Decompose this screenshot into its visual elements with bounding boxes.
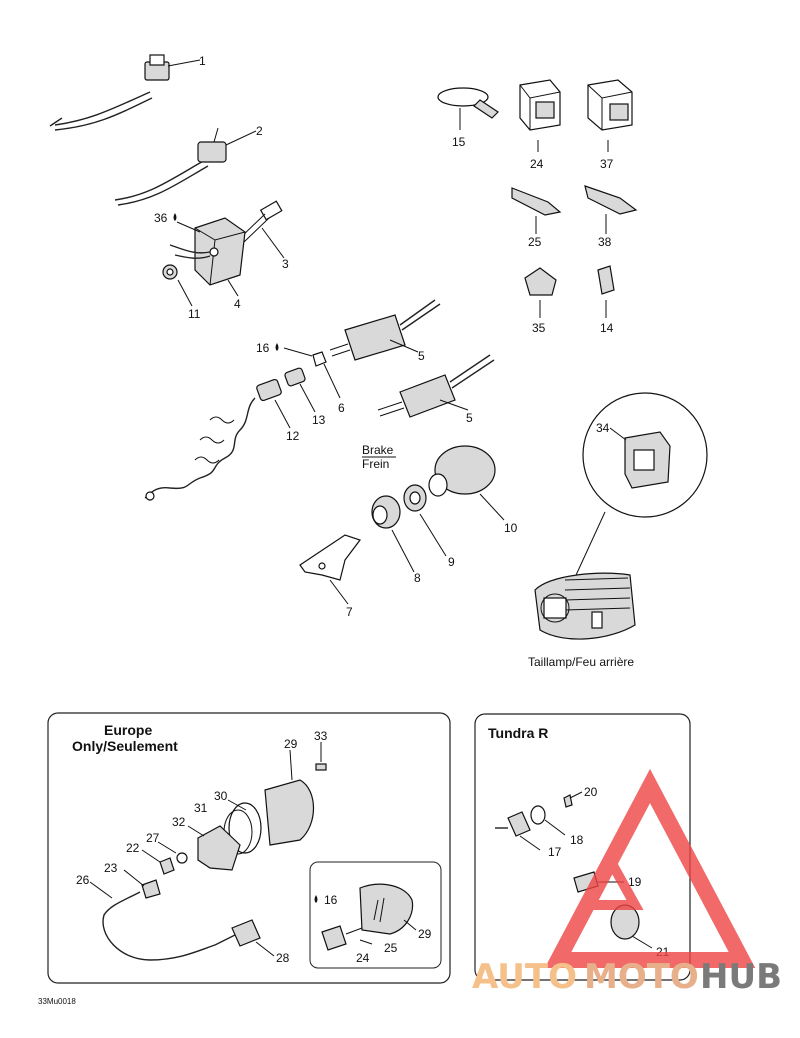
callout-20: 20 <box>584 785 598 799</box>
callout-10: 10 <box>504 521 518 535</box>
part-11-nut <box>162 264 193 307</box>
part-24-connector <box>519 79 561 152</box>
callout-27: 27 <box>146 831 160 845</box>
callout-14: 14 <box>600 321 614 335</box>
part-29-housing <box>264 779 314 846</box>
part-12-fitting <box>256 378 291 429</box>
europe-title-line2: Only/Seulement <box>72 738 178 754</box>
callout-29-inset: 29 <box>418 927 432 941</box>
part-25-terminal <box>511 187 562 234</box>
callout-37: 37 <box>600 157 614 171</box>
drop-icon <box>275 343 279 351</box>
callout-12: 12 <box>286 429 300 443</box>
watermark-hub: HUB <box>700 957 782 997</box>
drop-icon <box>314 895 318 903</box>
part-33-screw <box>315 763 327 771</box>
callout-16-inset: 16 <box>324 893 338 907</box>
callout-5a: 5 <box>418 349 425 363</box>
part-38-terminal <box>584 185 638 234</box>
europe-panel <box>47 712 451 984</box>
callout-4: 4 <box>234 297 241 311</box>
callout-9: 9 <box>448 555 455 569</box>
callout-2: 2 <box>256 124 263 138</box>
callout-25-inset: 25 <box>384 941 398 955</box>
part-26-harness <box>102 891 236 961</box>
tundra-title: Tundra R <box>488 725 548 741</box>
taillamp-detail-circle <box>559 392 708 611</box>
callout-11: 11 <box>188 307 201 321</box>
part-22-bulb <box>159 857 175 875</box>
tundra-panel <box>474 713 691 981</box>
watermark-logo <box>544 768 756 968</box>
watermark-auto: AUTO <box>472 957 577 997</box>
taillamp-caption: Taillamp/Feu arrière <box>528 655 634 669</box>
part-9-ring <box>403 484 447 557</box>
part-5-upper-switch <box>329 299 441 361</box>
callout-23: 23 <box>104 861 118 875</box>
callout-38: 38 <box>598 235 612 249</box>
callout-7: 7 <box>346 605 353 619</box>
part-2-switch <box>114 127 257 206</box>
callout-36: 36 <box>154 211 168 225</box>
part-5-lower-switch <box>377 354 495 418</box>
callout-31: 31 <box>194 801 208 815</box>
callout-26: 26 <box>76 873 90 887</box>
callout-28: 28 <box>276 951 290 965</box>
part-37-connector <box>587 79 633 152</box>
drop-icon <box>173 213 177 221</box>
callout-13: 13 <box>312 413 326 427</box>
coiled-cable <box>144 397 256 501</box>
callout-19: 19 <box>628 875 642 889</box>
part-30-ring <box>228 802 262 854</box>
part-1-connector <box>49 54 201 131</box>
callout-1: 1 <box>199 54 206 68</box>
part-8-nut <box>371 495 415 573</box>
callout-34: 34 <box>596 421 610 435</box>
callout-18: 18 <box>570 833 584 847</box>
callout-24-inset: 24 <box>356 951 370 965</box>
part-16-marker <box>283 347 313 357</box>
part-32-bracket <box>197 825 241 871</box>
watermark-moto: MOTO <box>584 957 699 997</box>
part-14-clip <box>597 265 615 318</box>
figure-code: 33Mu0018 <box>38 997 76 1006</box>
part-23-socket <box>141 879 161 899</box>
taillamp-housing <box>534 572 636 640</box>
callout-5b: 5 <box>466 411 473 425</box>
part-15-clip <box>437 87 499 130</box>
part-6-cap <box>312 351 341 399</box>
part-3-screw <box>239 200 285 259</box>
part-35-cover <box>524 267 557 318</box>
europe-title-line1: Europe <box>104 722 152 738</box>
callout-15: 15 <box>452 135 466 149</box>
callout-35: 35 <box>532 321 546 335</box>
callout-29: 29 <box>284 737 298 751</box>
callout-labels: 1 2 3 4 5 5 6 7 8 9 10 11 12 13 14 15 16… <box>76 54 670 965</box>
part-28-connector <box>231 919 261 947</box>
part-4-box <box>169 217 246 297</box>
part-36-marker <box>176 221 201 233</box>
brake-label: Brake <box>362 443 394 457</box>
callout-17: 17 <box>548 845 562 859</box>
callout-32: 32 <box>172 815 186 829</box>
part-27-washer <box>176 852 188 864</box>
callout-30: 30 <box>214 789 228 803</box>
part-10-switch <box>428 445 505 521</box>
callout-24: 24 <box>530 157 544 171</box>
callout-8: 8 <box>414 571 421 585</box>
frein-label: Frein <box>362 457 389 471</box>
europe-inset <box>309 861 442 969</box>
part-7-bracket <box>299 534 361 605</box>
callout-33: 33 <box>314 729 328 743</box>
part-13-fitting <box>284 367 316 413</box>
watermark-text: AUTO MOTO HUB <box>472 957 782 997</box>
callout-25: 25 <box>528 235 542 249</box>
callout-6: 6 <box>338 401 345 415</box>
callout-3: 3 <box>282 257 289 271</box>
callout-16: 16 <box>256 341 270 355</box>
callout-22: 22 <box>126 841 140 855</box>
